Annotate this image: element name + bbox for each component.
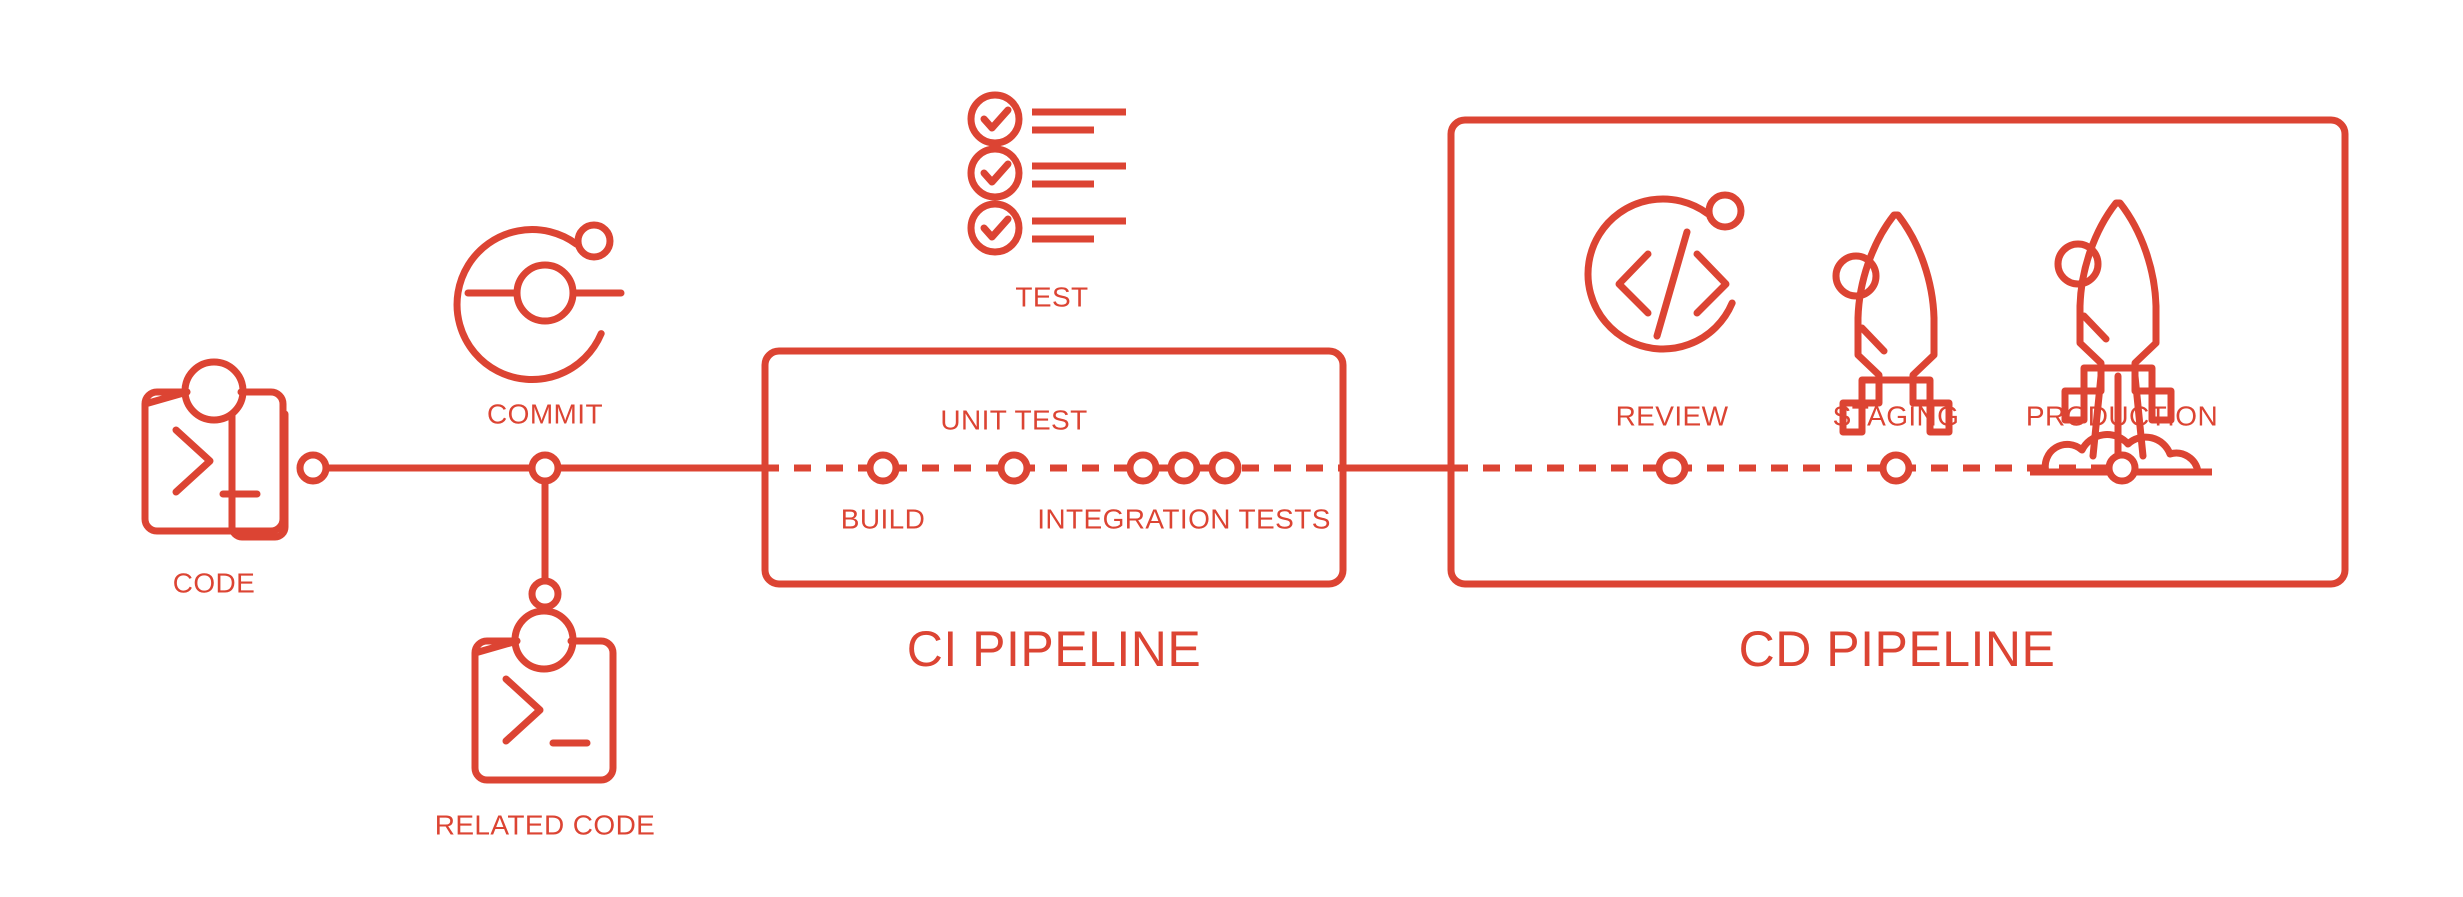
ci-build-label: BUILD — [841, 503, 925, 534]
cd-pipeline-box — [1447, 116, 2349, 588]
related-code-stage[interactable]: RELATED CODE — [435, 577, 656, 840]
ci-node-integration-3[interactable] — [1208, 451, 1242, 485]
commit-orbit-icon — [453, 221, 625, 384]
production-label: PRODUCTION — [2026, 400, 2218, 431]
rocket-launch-icon — [2030, 199, 2212, 476]
commit-label: COMMIT — [487, 398, 603, 429]
ci-integration-tests-label: INTEGRATION TESTS — [1037, 503, 1331, 534]
ci-unit-test-label: UNIT TEST — [940, 404, 1087, 435]
commit-stage[interactable]: COMMIT — [447, 221, 625, 485]
terminal-code-icon — [141, 358, 289, 541]
staging-stage[interactable]: STAGING — [1832, 211, 1960, 485]
rocket-idle-icon — [1832, 211, 1953, 436]
production-stage[interactable]: PRODUCTION — [2026, 199, 2218, 485]
ci-node-unit-test[interactable] — [997, 451, 1031, 485]
cd-node-staging[interactable] — [1879, 451, 1913, 485]
code-label: CODE — [173, 567, 256, 598]
ci-node-integration-1[interactable] — [1126, 451, 1160, 485]
cd-node-review[interactable] — [1655, 451, 1689, 485]
terminal-code-icon — [471, 607, 617, 784]
related-code-node[interactable] — [528, 577, 562, 611]
code-stage[interactable]: CODE — [141, 358, 330, 598]
ci-node-build[interactable] — [866, 451, 900, 485]
related-code-label: RELATED CODE — [435, 809, 656, 840]
test-label: TEST — [1015, 281, 1088, 312]
ci-pipeline-box — [761, 347, 1347, 588]
cd-pipeline-title: CD PIPELINE — [1739, 621, 2056, 677]
cd-node-production[interactable] — [2105, 451, 2139, 485]
staging-label: STAGING — [1833, 400, 1960, 431]
ci-pipeline-title: CI PIPELINE — [907, 621, 1202, 677]
checklist-icon — [967, 91, 1126, 256]
ci-node-integration-2[interactable] — [1167, 451, 1201, 485]
commit-node[interactable] — [528, 451, 562, 485]
test-stage[interactable]: TEST — [967, 91, 1126, 312]
ci-pipeline-group[interactable]: UNIT TEST BUILD INTEGRATION TESTS CI PIP… — [761, 347, 1347, 677]
code-review-icon — [1584, 191, 1745, 353]
review-stage[interactable]: REVIEW — [1578, 191, 1745, 485]
review-label: REVIEW — [1616, 400, 1729, 431]
cd-pipeline-group[interactable]: REVIEW STAGING — [1447, 116, 2349, 677]
code-node[interactable] — [296, 451, 330, 485]
